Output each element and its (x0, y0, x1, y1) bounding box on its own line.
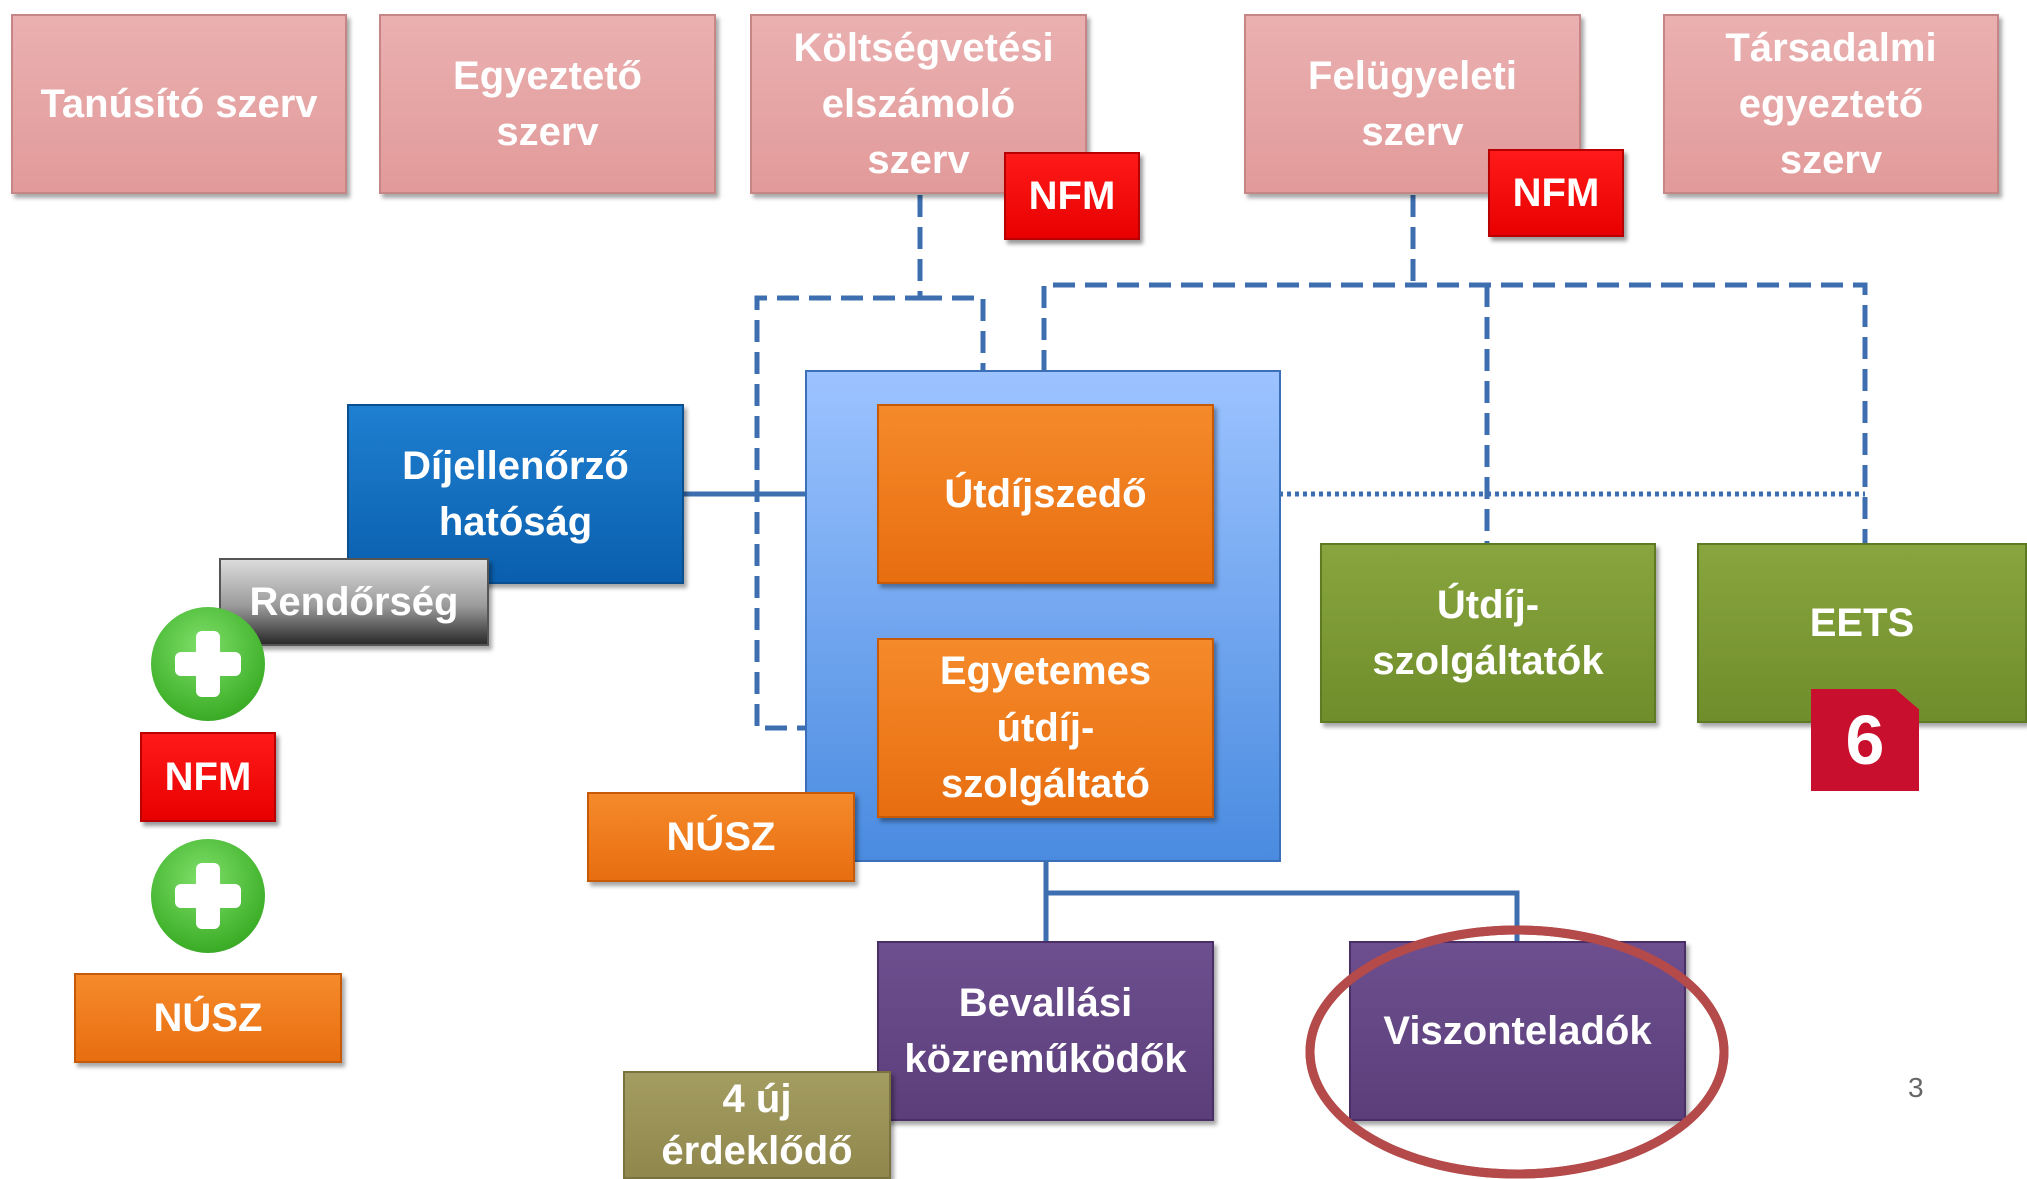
number-six-badge-icon: 6 (1811, 689, 1919, 791)
dijellenorzo-hatosag-label: Díjellenőrző hatóság (402, 444, 629, 544)
nusz-box-left: NÚSZ (74, 973, 342, 1063)
eets-label: EETS (1809, 601, 1915, 645)
felugyeleti-szerv-label: Felügyeleti szerv (1308, 54, 1517, 154)
egyezteto-szerv-label: Egyeztető szerv (453, 54, 642, 154)
tanusito-szerv-box: Tanúsító szerv (11, 14, 347, 194)
nfm-tag-felugyeleti: NFM (1488, 149, 1624, 237)
bevallasi-kozremukodok-box: Bevallási közreműködők (877, 941, 1214, 1121)
viszonteladok-label: Viszonteladók (1383, 1009, 1652, 1053)
tarsadalmi-szerv-box: Társadalmi egyeztető szerv (1663, 14, 1999, 194)
koltsegvetesi-szerv-label: Költségvetési elszámoló szerv (793, 26, 1054, 182)
utdijszedo-box: Útdíjszedő (877, 404, 1214, 584)
tarsadalmi-szerv-label: Társadalmi egyeztető szerv (1725, 26, 1937, 182)
nfm-tag-left: NFM (140, 732, 276, 822)
badge-number: 6 (1845, 701, 1885, 779)
tanusito-szerv-label: Tanúsító szerv (40, 82, 318, 126)
erdeklodo-box: 4 új érdeklődő (623, 1071, 891, 1179)
dijellenorzo-hatosag-box: Díjellenőrző hatóság (347, 404, 684, 584)
nfm-label: NFM (1512, 171, 1600, 215)
nusz-box-center: NÚSZ (587, 792, 855, 882)
felugyeleti-szerv-box: Felügyeleti szerv (1244, 14, 1581, 194)
nfm-label: NFM (1028, 174, 1116, 218)
viszonteladok-box: Viszonteladók (1349, 941, 1686, 1121)
erdeklodo-label: 4 új érdeklődő (661, 1077, 853, 1173)
utdij-szolgaltatok-box: Útdíj-szolgáltatók (1320, 543, 1656, 723)
rendorseg-box: Rendőrség (219, 558, 489, 646)
utdijszedo-label: Útdíjszedő (944, 472, 1147, 516)
nusz-label: NÚSZ (153, 996, 263, 1040)
page-number: 3 (1908, 1072, 1924, 1103)
egyetemes-utdij-szolgaltato-label: Egyetemes útdíj-szolgáltató (939, 648, 1152, 807)
nfm-tag-koltsegvetesi: NFM (1004, 152, 1140, 240)
nusz-label: NÚSZ (666, 815, 776, 859)
egyezteto-szerv-box: Egyeztető szerv (379, 14, 716, 194)
nfm-label: NFM (164, 755, 252, 799)
egyetemes-utdij-szolgaltato-box: Egyetemes útdíj-szolgáltató (877, 638, 1214, 818)
plus-circle-icon (151, 607, 265, 721)
bevallasi-kozremukodok-label: Bevallási közreműködők (904, 981, 1187, 1081)
rendorseg-label: Rendőrség (249, 580, 459, 624)
utdij-szolgaltatok-label: Útdíj-szolgáltatók (1372, 583, 1604, 683)
plus-circle-icon (151, 839, 265, 953)
